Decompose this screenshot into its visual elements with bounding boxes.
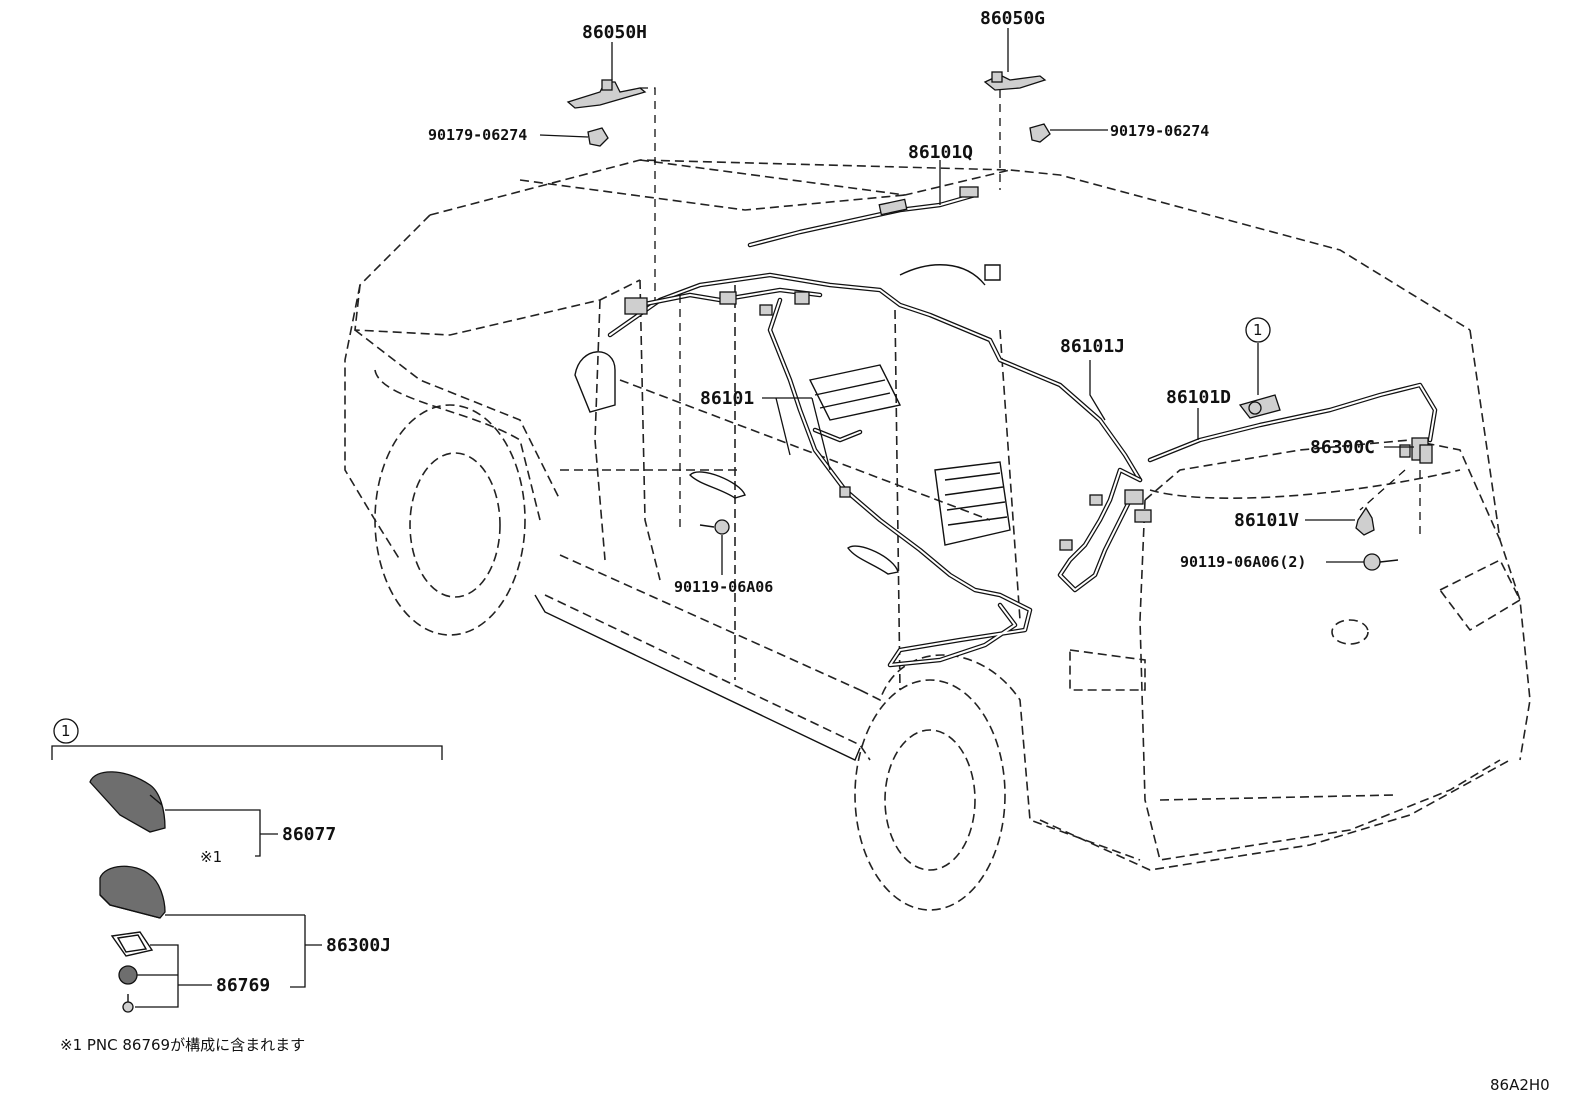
antenna-assembly-86300J[interactable] <box>99 865 166 919</box>
vehicle-outline <box>344 159 1531 911</box>
front-roof-harness-86101Q <box>747 186 979 248</box>
bolt-right-90119[interactable] <box>1363 553 1399 571</box>
roof-wire-harness <box>607 272 1143 483</box>
leader-lines <box>539 28 1421 575</box>
bracket-86050H[interactable] <box>566 79 647 109</box>
roof-antenna-on-vehicle <box>1238 394 1281 419</box>
label-86050G: 86050G <box>980 8 1045 29</box>
label-clip-right: 90179-06274 <box>1110 122 1209 140</box>
clamp-86101V[interactable] <box>1355 506 1375 536</box>
bracket-86050G[interactable] <box>983 71 1047 91</box>
label-86101V: 86101V <box>1234 510 1299 531</box>
inset-reference-number: 1 <box>61 722 71 740</box>
antenna-cable-86300C[interactable] <box>1419 444 1433 464</box>
gasket-86769[interactable] <box>110 931 154 957</box>
label-86077: 86077 <box>282 824 336 845</box>
label-bolt-right: 90119-06A06(2) <box>1180 553 1306 571</box>
label-86050H: 86050H <box>582 22 647 43</box>
nut-86769[interactable] <box>118 965 138 985</box>
antenna-cover-86077[interactable] <box>89 771 166 833</box>
label-86101Q: 86101Q <box>908 142 973 163</box>
reference-number: 1 <box>1253 321 1263 339</box>
side-harness-86101 <box>767 297 1033 668</box>
label-86101: 86101 <box>700 388 754 409</box>
harness-connectors <box>624 291 1429 498</box>
label-86769: 86769 <box>216 975 270 996</box>
label-clip-left: 90179-06274 <box>428 126 527 144</box>
label-86300J: 86300J <box>326 935 391 956</box>
diagram-code: 86A2H0 <box>1490 1076 1550 1094</box>
clip-left[interactable] <box>587 127 609 147</box>
bolt-left-90119[interactable] <box>699 519 730 535</box>
label-86101J: 86101J <box>1060 336 1125 357</box>
part-labels: 86050H 86050G 90179-06274 90179-06274 86… <box>428 8 1375 596</box>
clip-right[interactable] <box>1029 123 1051 143</box>
screw-86769[interactable] <box>122 994 134 1013</box>
note-marker: ※1 <box>200 848 222 866</box>
footnote: ※1 PNC 86769が構成に含まれます <box>60 1036 305 1054</box>
label-86300C: 86300C <box>1310 437 1375 458</box>
reference-callout-on-vehicle: 1 <box>1245 317 1271 343</box>
label-86101D: 86101D <box>1166 387 1231 408</box>
rear-harness-86101D <box>1057 382 1438 593</box>
label-bolt-left: 90119-06A06 <box>674 578 773 596</box>
antenna-detail-inset: 1 86077 ※1 86300J <box>51 718 443 1013</box>
